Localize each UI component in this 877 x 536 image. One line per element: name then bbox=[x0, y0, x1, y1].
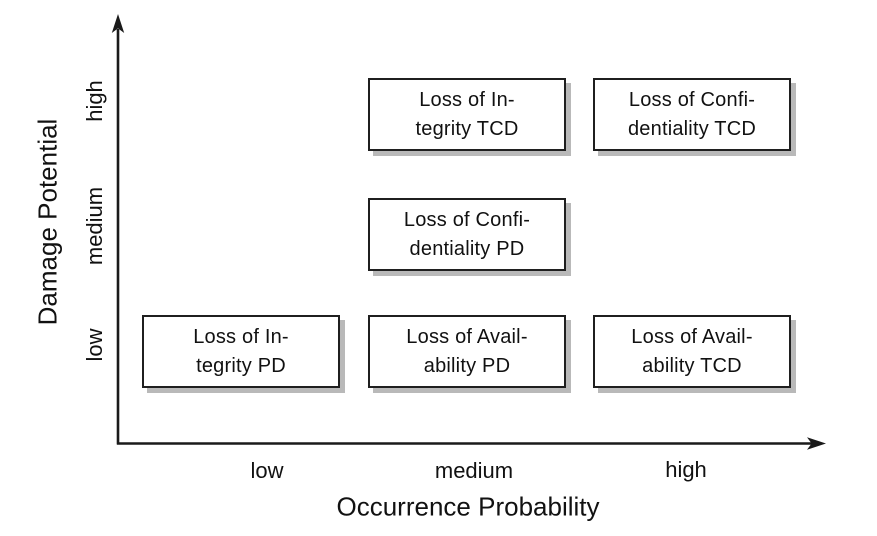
node-label-line: Loss of In- bbox=[193, 325, 289, 348]
node-label-line: ability TCD bbox=[642, 354, 742, 377]
y-axis-arrowhead bbox=[111, 14, 125, 33]
node-label-line: Loss of Avail- bbox=[406, 325, 528, 348]
node-loss-of-availability-pd: Loss of Avail- ability PD bbox=[368, 315, 566, 388]
y-tick-medium: medium bbox=[82, 186, 107, 266]
x-tick-high: high bbox=[665, 457, 707, 482]
node-loss-of-availability-tcd: Loss of Avail- ability TCD bbox=[593, 315, 791, 388]
x-tick-medium: medium bbox=[434, 458, 514, 483]
node-loss-of-integrity-pd: Loss of In- tegrity PD bbox=[142, 315, 340, 388]
node-label-line: dentiality TCD bbox=[627, 117, 757, 140]
node-label-line: tegrity PD bbox=[196, 354, 286, 377]
y-axis-title: Damage Potential bbox=[32, 118, 63, 326]
y-tick-high: high bbox=[82, 80, 107, 122]
node-label-line: Loss of In- bbox=[419, 88, 515, 111]
x-axis-arrowhead bbox=[807, 437, 826, 450]
node-label-line: Loss of Confi- bbox=[628, 88, 756, 111]
y-tick-low: low bbox=[82, 328, 107, 362]
node-label-line: Loss of Avail- bbox=[631, 325, 753, 348]
node-loss-of-confidentiality-pd: Loss of Confi- dentiality PD bbox=[368, 198, 566, 271]
node-label-line: Loss of Confi- bbox=[403, 208, 531, 231]
x-axis-title: Occurrence Probability bbox=[336, 491, 600, 522]
x-tick-low: low bbox=[250, 458, 284, 483]
node-label-line: tegrity TCD bbox=[415, 117, 519, 140]
node-label-line: dentiality PD bbox=[409, 237, 525, 260]
node-label-line: ability PD bbox=[423, 354, 511, 377]
node-loss-of-confidentiality-tcd: Loss of Confi- dentiality TCD bbox=[593, 78, 791, 151]
node-loss-of-integrity-tcd: Loss of In- tegrity TCD bbox=[368, 78, 566, 151]
